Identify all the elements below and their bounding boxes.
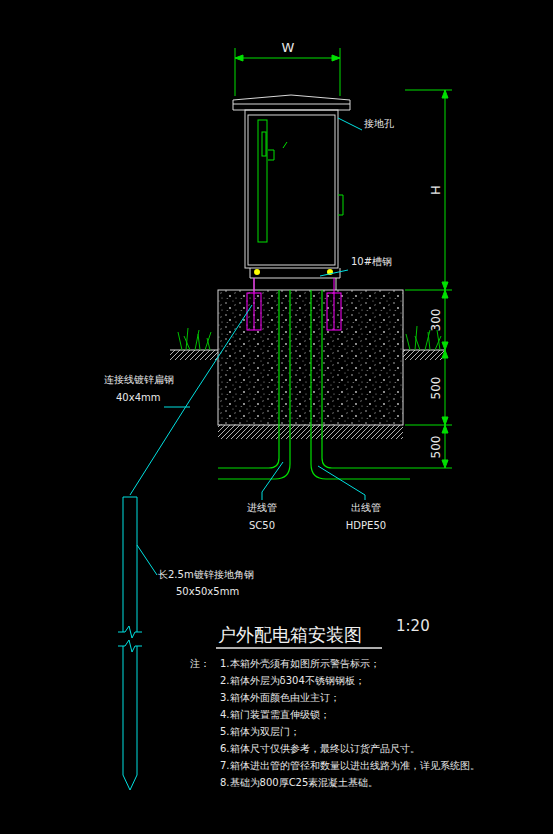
note-line: 8.基础为800厚C25素混凝土基础。 xyxy=(220,777,378,789)
part-label: 接地孔 xyxy=(364,118,394,130)
note-line: 2.箱体外层为δ304不锈钢钢板； xyxy=(220,675,365,687)
part-label: 50x50x5mm xyxy=(176,586,239,598)
part-label: 长2.5m镀锌接地角钢 xyxy=(158,569,254,581)
dimension-label: W xyxy=(282,40,295,56)
note-line: 4.箱门装置需直伸级锁； xyxy=(220,709,330,721)
note-line: 7.箱体进出管的管径和数量以进出线路为准，详见系统图。 xyxy=(220,760,480,772)
note-label: 注： xyxy=(190,658,210,670)
part-label: HDPE50 xyxy=(346,520,386,532)
note-line: 5.箱体为双层门； xyxy=(220,726,300,738)
part-label: 进线管 xyxy=(247,502,277,514)
part-label: 连接线镀锌扁钢 xyxy=(104,374,174,386)
note-line: 3.箱体外面颜色由业主订； xyxy=(220,692,340,704)
scale-label: 1:20 xyxy=(396,617,430,635)
part-label: 10#槽钢 xyxy=(351,256,392,268)
dimension-label: H xyxy=(428,185,444,195)
dimension-label: 500 xyxy=(429,377,443,400)
part-label: 40x4mm xyxy=(116,392,161,404)
drawing-title: 户外配电箱安装图 xyxy=(218,624,362,646)
dimension-label: 300 xyxy=(429,309,443,332)
note-line: 6.箱体尺寸仅供参考，最终以订货产品尺寸。 xyxy=(220,743,420,755)
dimension-label: 500 xyxy=(429,436,443,459)
part-label: 出线管 xyxy=(351,502,381,514)
note-line: 1.本箱外壳须有如图所示警告标示； xyxy=(220,658,380,670)
part-label: SC50 xyxy=(249,520,275,532)
